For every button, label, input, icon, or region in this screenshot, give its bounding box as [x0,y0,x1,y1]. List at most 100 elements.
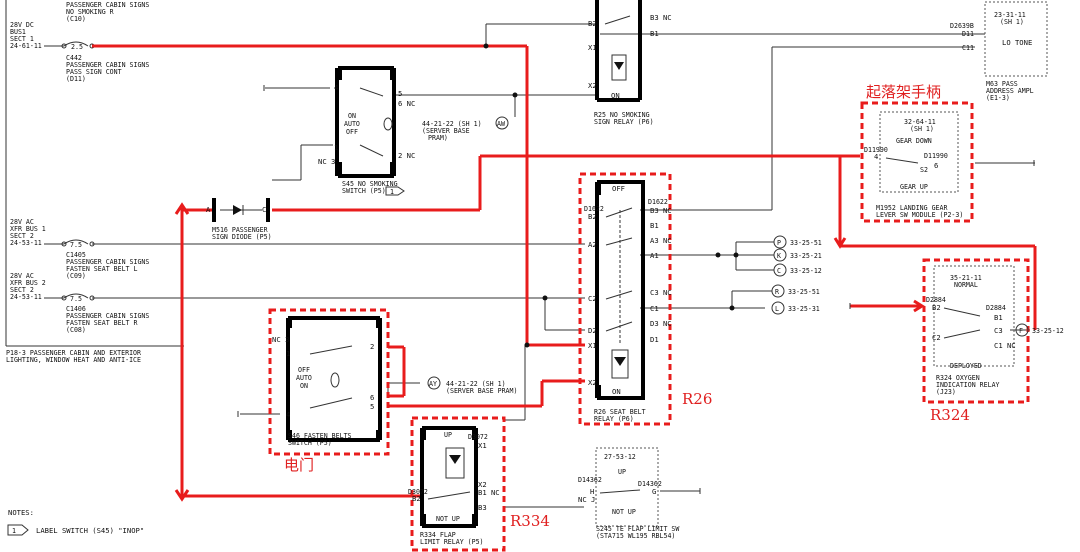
cb-rating-7-5a: 7.5 [70,241,82,249]
s245-caption-2: (STA715 WL195 RBL54) [596,532,675,540]
cb-c1405-l2: PASSENGER CABIN SIGNS [66,258,149,266]
ref-l-number: 33-25-31 [788,305,820,313]
s46-lever-icon [330,372,340,388]
r334-caption-2: LIMIT RELAY (P5) [420,538,484,546]
s46-caption-2: SWITCH (P5) [288,439,332,447]
r26-pin-b1: B1 [650,221,659,230]
s45-aw-bubble-icon [495,116,509,130]
s45-pos-on: ON [348,112,356,120]
s46-fasten-belts-switch: NC 3 2 1 OFF AUTO ON 6 5 4 S46 FASTEN BE… [268,308,517,474]
r25-no-smoking-relay: B2 B3 NC B1 X1 X2 ON R25 NO SMOKING SIGN… [588,0,672,126]
s45-pin-1: 1 [334,143,338,152]
r26-pin-a3: A3 NC [650,236,672,245]
s46-pin-4: 4 [286,410,290,419]
panel-caption-2: LIGHTING, WINDOW HEAT AND ANTI-ICE [6,356,141,364]
lotone-label: LO TONE [1002,38,1032,47]
m63-pass-address-ampl: 23-31-11 (SH 1) D2639B D11 C11 LO TONE M… [950,1,1048,102]
r25-caption-2: SIGN RELAY (P6) [594,118,654,126]
cb-c1406-l4: (C08) [66,326,86,334]
s245-te-flap-limit-switch: 27-53-12 UP D14362 D14362 H G NC J NOT U… [578,447,679,540]
r26-pin-c1: C1 [650,304,659,313]
s46-ay-bubble: AY [429,380,437,388]
ref-r-number: 33-25-51 [788,288,820,296]
bus-ac2-l1: 28V AC [10,272,34,280]
r324-pin-c2: C2 [932,333,941,342]
wires [92,23,1035,508]
r324-ref-1: 35-21-11 [950,274,982,282]
reference-bubbles: P 33-25-51 K 33-25-21 C 33-25-12 R 33-25… [771,235,822,315]
r334-caption-1: R334 FLAP [420,531,456,539]
r26-state-on: ON [612,387,621,396]
s45-lever-icon [383,117,393,131]
s46-highlight-box [268,308,390,456]
diode-icon [233,205,242,215]
s46-ref-2: (SERVER BASE PRAM) [446,387,517,395]
lotone-conn-1: D2639B [950,22,974,30]
diode-pin-a: A [206,205,211,214]
r324-pin-b1: B1 [994,313,1003,322]
s45-caption-1: S45 NO SMOKING [342,180,398,188]
bus-ac1-l4: 24-53-11 [10,239,42,247]
r324-ref-f-number: 33-25-12 [1032,327,1064,335]
r26-conn-left: D1622 [584,205,604,213]
note-flag-icon [7,524,29,536]
r26-pin-x1: X1 [588,341,597,350]
ref-r-letter: R [775,288,779,296]
s45-no-smoking-switch: 4 5 6 NC 1 NC 3 2 NC ON AUTO OFF S45 NO … [318,66,509,196]
s46-pos-on: ON [300,382,308,390]
s46-caption-1: S46 FASTEN BELTS [288,432,352,440]
notes-title: NOTES: [8,508,34,517]
diode-pin-c: C [262,205,266,214]
gear-pin-6: 6 [934,161,938,170]
r26-state-off: OFF [612,184,625,193]
s45-caption-2: SWITCH (P5) [342,187,386,195]
gear-caption-2: LEVER SW MODULE (P2-3) [876,211,963,219]
cb-rating-2-5: 2.5 [71,43,83,51]
r334-pin-x1: X1 [478,441,487,450]
bus-ac1-l2: XFR BUS 1 [10,225,46,233]
cb-c1406-id: C1406 [66,305,86,313]
cb-c442-l4: (D11) [66,75,86,83]
gear-conn-right: D11990 [924,152,948,160]
r334-pin-b1: B1 NC [478,488,500,497]
gear-down-label: GEAR DOWN [896,137,932,145]
r26-red-tag: R26 [682,390,712,408]
ref-p-letter: P [777,239,781,247]
s45-pos-auto: AUTO [344,120,360,128]
s45-pin-3: NC 3 [318,157,335,166]
s45-ref-1: 44-21-22 (SH 1) [422,120,482,128]
cb-c442-l2: PASSENGER CABIN SIGNS [66,61,149,69]
notes: NOTES: 1 LABEL SWITCH (S45) "INOP" [7,508,144,536]
r334-pin-b2: B2 [412,494,421,503]
ref-c-letter: C [777,267,781,275]
r26-pin-c2: C2 [588,294,597,303]
cb-top-label-3: (C10) [66,15,86,23]
r26-pin-b3: B3 NC [650,206,672,215]
ref-c-number: 33-25-12 [790,267,822,275]
s46-chinese-tag: 电门 [284,456,314,474]
gear-switch-s2: S2 [920,166,928,174]
s46-ay-bubble-icon [427,376,441,390]
r26-pin-c3: C3 NC [650,288,672,297]
s46-pin-1: 1 [286,349,290,358]
cb-c442-id: C442 [66,54,82,62]
r25-pin-b3: B3 NC [650,13,672,22]
cb-top-label-1: PASSENGER CABIN SIGNS [66,1,149,9]
r324-pin-b2: B2 [932,303,941,312]
gear-caption-1: M1952 LANDING GEAR [876,204,947,212]
ref-l-letter: L [775,305,779,313]
r26-highlight-box [578,172,672,426]
bus1-line4: 24-61-11 [10,42,42,50]
lotone-caption-3: (E1-3) [986,94,1010,102]
r334-red-tag: R334 [510,512,550,530]
gear-highlight-box [860,101,974,223]
junction-dots [483,43,739,348]
r324-caption-2: INDICATION RELAY [936,381,1000,389]
r25-pin-b2: B2 [588,19,597,28]
ref-k-icon [773,248,787,262]
s46-pos-auto: AUTO [296,374,312,382]
gear-pin-4: 4 [874,152,878,161]
r26-pin-d3: D3 NC [650,319,672,328]
s46-ref-1: 44-21-22 (SH 1) [446,380,506,388]
ref-k-letter: K [777,252,781,260]
